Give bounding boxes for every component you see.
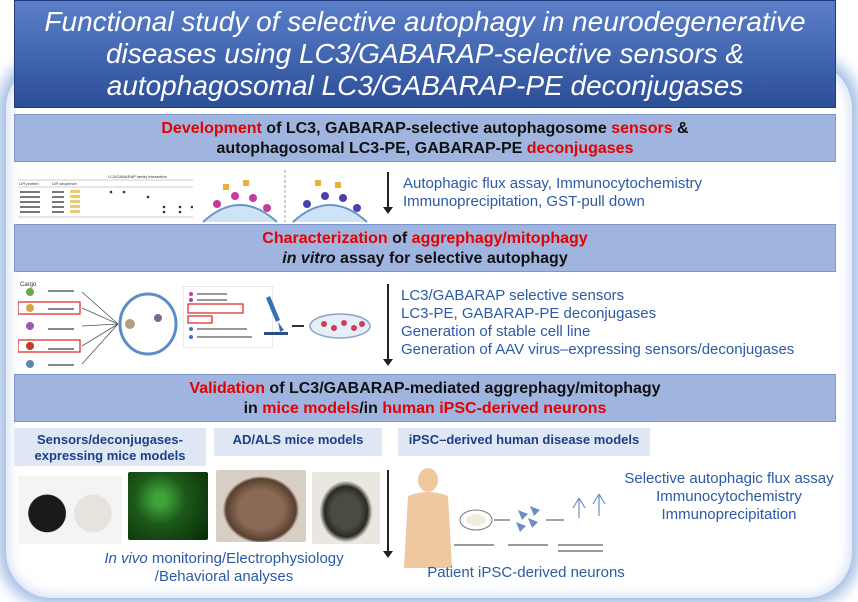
section-1-header: Development of LC3, GABARAP-selective au… (14, 114, 836, 162)
title-line-2: diseases using LC3/GABARAP-selective sen… (105, 38, 745, 69)
s1-text-b: & (672, 120, 689, 137)
s1-sensors: sensors (611, 120, 673, 137)
ipsc-workflow-figure (404, 468, 606, 568)
s3-text-a: of LC3/GABARAP-mediated aggrephagy/mitop… (264, 380, 661, 397)
s2-item-1: LC3/GABARAP selective sensors (401, 287, 625, 304)
title-line-1: Functional study of selective autophagy … (44, 6, 806, 37)
s3-mice-models: mice models (262, 400, 360, 417)
s3-item-2: Immunocytochemistry (656, 488, 802, 505)
s2-text-a: of (387, 230, 412, 247)
mice-photo-black-white (18, 476, 122, 544)
autophagosome-sensor-figure (202, 170, 368, 223)
arrow-down-3 (383, 470, 393, 558)
box-ad-als-mice: AD/ALS mice models (214, 428, 382, 456)
box-ipsc-models: iPSC–derived human disease models (398, 428, 650, 456)
caption-patient-ipsc: Patient iPSC-derived neurons (427, 564, 625, 581)
s3-text-b: in (243, 400, 263, 417)
fluorescence-image (128, 472, 208, 540)
s1-item-2: Immunoprecipitation, GST-pull down (403, 193, 645, 210)
caption-in-vivo-text: monitoring/Electrophysiology (147, 550, 344, 567)
s3-item-1: Selective autophagic flux assay (624, 470, 834, 487)
caption-behavioral: /Behavioral analyses (154, 568, 294, 585)
s3-validation: Validation (189, 380, 265, 397)
caption-in-vivo-italic: In vivo (104, 550, 148, 567)
arrow-down-1 (383, 172, 393, 214)
s2-item-2: LC3-PE, GABARAP-PE deconjugases (401, 305, 657, 322)
lir-col-sequence: LIR sequence (52, 181, 77, 186)
s2-item-4: Generation of AAV virus–expressing senso… (401, 341, 795, 358)
s2-text-b: assay for selective autophagy (335, 250, 568, 267)
cargo-diagram: Cargo (18, 282, 178, 368)
s1-item-1: Autophagic flux assay, Immunocytochemist… (403, 175, 703, 192)
s1-deconjugases: deconjugases (526, 140, 634, 157)
title-line-3: autophagosomal LC3/GABARAP-PE deconjugas… (106, 70, 744, 101)
section-2-header: Characterization of aggrephagy/mitophagy… (14, 224, 836, 272)
s2-aggrephagy: aggrephagy/mitophagy (411, 230, 588, 247)
section-3-list: Selective autophagic flux assay Immunocy… (614, 470, 844, 524)
ad-mouse-photo (216, 470, 306, 542)
s2-in-vitro: in vitro (282, 250, 336, 267)
s1-text-c: autophagosomal LC3-PE, GABARAP-PE (216, 140, 527, 157)
s2-characterization: Characterization (262, 230, 388, 247)
lir-table-header: LC3/GABARAP family interaction (108, 174, 167, 179)
cell-culture-figure (264, 296, 371, 339)
s3-ipsc-neurons: human iPSC-derived neurons (382, 400, 607, 417)
als-mouse-photo (312, 472, 380, 544)
s1-development: Development (161, 120, 262, 137)
section-1-list: Autophagic flux assay, Immunocytochemist… (403, 175, 702, 211)
s3-text-c: /in (359, 400, 383, 417)
s1-text-a: of LC3, GABARAP-selective autophagosome (261, 120, 612, 137)
arrow-down-2 (383, 284, 393, 366)
section-3-header: Validation of LC3/GABARAP-mediated aggre… (14, 374, 836, 422)
caption-in-vivo: In vivo monitoring/Electrophysiology /Be… (84, 550, 364, 586)
s3-item-3: Immunoprecipitation (661, 506, 797, 523)
lir-table-figure: LIR protein LIR sequence LC3/GABARAP fam… (18, 170, 193, 218)
cargo-label: Cargo (20, 282, 37, 288)
section-2-list: LC3/GABARAP selective sensors LC3-PE, GA… (401, 287, 794, 359)
box-sensor-mice-models: Sensors/deconjugases-expressing mice mod… (14, 428, 206, 466)
lir-col-protein: LIR protein (19, 181, 39, 186)
s2-item-3: Generation of stable cell line (401, 323, 591, 340)
legend-figure (183, 286, 273, 348)
title-banner: Functional study of selective autophagy … (14, 0, 836, 108)
